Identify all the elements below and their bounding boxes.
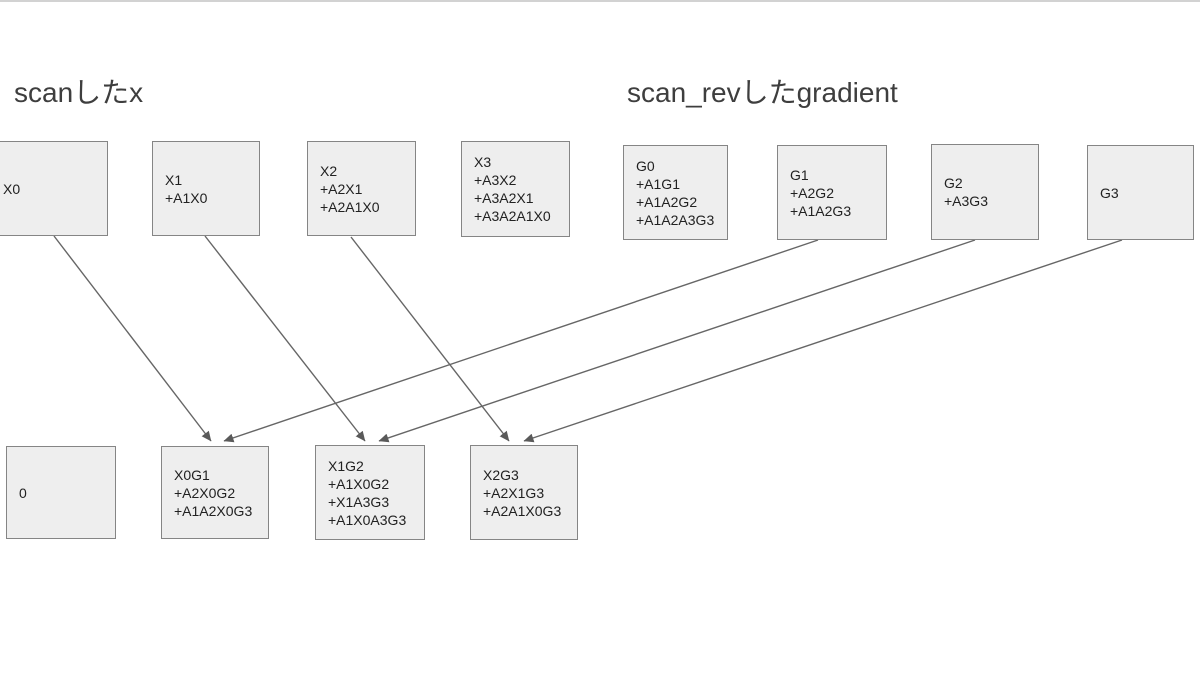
diagram-node-x0: X0 bbox=[0, 141, 108, 236]
node-label-line: +A1A2G3 bbox=[790, 202, 852, 219]
node-label-line: +A1X0A3G3 bbox=[328, 511, 407, 528]
diagram-node-g2: G2 +A3G3 bbox=[931, 144, 1039, 240]
diagram-node-x0g1: X0G1+A2X0G2+A1A2X0G3 bbox=[161, 446, 269, 539]
node-label-line: +A2G2 bbox=[790, 184, 834, 201]
edge-g1-to-x0g1 bbox=[223, 239, 819, 443]
node-label-line: +A1A2G2 bbox=[636, 193, 698, 210]
node-label-line: +X1A3G3 bbox=[328, 493, 390, 510]
node-label-line: 0 bbox=[19, 484, 27, 501]
node-label-line: +A3A2A1X0 bbox=[474, 208, 551, 224]
edge-g3-to-x2g3 bbox=[523, 239, 1123, 443]
node-label-line: G2 bbox=[944, 175, 963, 191]
node-label-line: X0G1 bbox=[174, 466, 210, 483]
section-title-scan-x: scanしたx bbox=[14, 77, 144, 108]
node-label-line: +A2X1G3 bbox=[483, 484, 545, 501]
diagram-node-x3: X3 +A3X2 +A3A2X1 +A3A2A1X0 bbox=[461, 141, 570, 237]
section-title-scan-rev-gradient: scan_revしたgradient bbox=[627, 77, 898, 108]
node-label-line: X3 bbox=[474, 154, 492, 170]
diagram-node-x2: X2+A2X1+A2A1X0 bbox=[307, 141, 416, 236]
node-label-line: +A1G1 bbox=[636, 175, 680, 192]
node-label-line: X2 bbox=[320, 162, 338, 179]
node-label-line: G0 bbox=[636, 157, 655, 174]
diagram-node-x1: X1+A1X0 bbox=[152, 141, 260, 236]
edge-x2-to-x2g3 bbox=[350, 236, 510, 442]
node-label-line: X2G3 bbox=[483, 466, 519, 483]
edge-x0-to-x0g1 bbox=[53, 235, 212, 442]
node-label-line: G3 bbox=[1100, 184, 1119, 201]
node-label-line: +A3X2 bbox=[474, 172, 517, 188]
node-label-line: +A3A2X1 bbox=[474, 190, 534, 206]
edge-x1-to-x1g2 bbox=[204, 235, 366, 442]
node-label-line: +A2A1X0G3 bbox=[483, 502, 562, 519]
node-label-line: +A2X0G2 bbox=[174, 484, 236, 501]
node-label-line: +A1A2A3G3 bbox=[636, 211, 715, 228]
node-label-line: +A1X0G2 bbox=[328, 475, 390, 492]
node-label-line: +A3G3 bbox=[944, 193, 988, 209]
diagram-node-g0: G0+A1G1+A1A2G2+A1A2A3G3 bbox=[623, 145, 728, 240]
canvas-top-edge bbox=[0, 0, 1200, 2]
diagram-node-g1: G1+A2G2+A1A2G3 bbox=[777, 145, 887, 240]
node-label-line: +A1X0 bbox=[165, 189, 208, 206]
diagram-node-g3: G3 bbox=[1087, 145, 1194, 240]
edge-g2-to-x1g2 bbox=[378, 239, 976, 443]
node-label-line: X1G2 bbox=[328, 457, 364, 474]
node-label-line: +A2A1X0 bbox=[320, 198, 380, 215]
node-label-line: G1 bbox=[790, 166, 809, 183]
diagram-node-x1g2: X1G2+A1X0G2+X1A3G3+A1X0A3G3 bbox=[315, 445, 425, 540]
node-label-line: +A1A2X0G3 bbox=[174, 502, 253, 519]
node-label-line: +A2X1 bbox=[320, 180, 363, 197]
node-label-line: X1 bbox=[165, 171, 183, 188]
diagram-node-x2g3: X2G3+A2X1G3+A2A1X0G3 bbox=[470, 445, 578, 540]
node-label-line: X0 bbox=[3, 180, 21, 197]
diagram-node-zero: 0 bbox=[6, 446, 116, 539]
